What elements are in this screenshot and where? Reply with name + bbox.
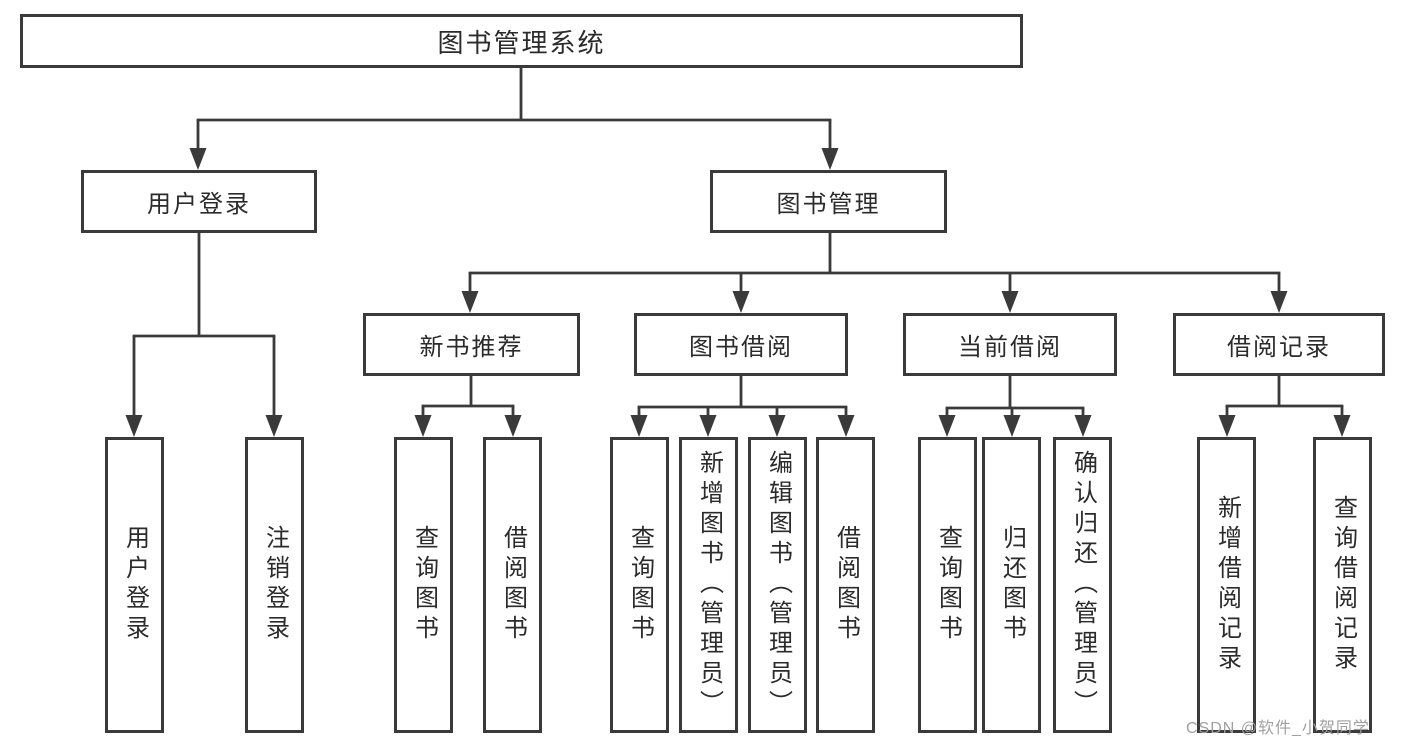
- node-current-borrow-label: 当前借阅: [958, 334, 1062, 361]
- node-borrow-record: 借阅记录: [1173, 313, 1385, 376]
- node-leaf-edit-books-admin: 编辑图书（管理员）: [748, 437, 807, 733]
- node-leaf-return-books: 归还图书: [982, 437, 1041, 733]
- node-book-management-label: 图书管理: [776, 191, 881, 218]
- node-user-login: 用户登录: [81, 170, 317, 233]
- node-leaf-user-login: 用户登录: [105, 437, 164, 733]
- node-leaf-query-borrow-record: 查询借阅记录: [1313, 437, 1372, 733]
- node-leaf-borrow-books: 借阅图书: [816, 437, 875, 733]
- node-leaf-current-query-books: 查询图书: [918, 437, 977, 733]
- leaf-label: 用户登录: [121, 525, 149, 645]
- node-leaf-recommend-borrow-books: 借阅图书: [483, 437, 542, 733]
- node-leaf-recommend-query-books: 查询图书: [394, 437, 453, 733]
- leaf-label: 查询图书: [934, 525, 962, 645]
- leaf-label: 查询图书: [626, 525, 654, 645]
- node-leaf-logout: 注销登录: [245, 437, 304, 733]
- leaf-label: 借阅图书: [499, 525, 527, 645]
- node-new-book-recommend: 新书推荐: [363, 313, 580, 376]
- leaf-label: 归还图书: [998, 525, 1026, 645]
- node-leaf-add-borrow-record: 新增借阅记录: [1197, 437, 1256, 733]
- node-leaf-add-books-admin: 新增图书（管理员）: [679, 437, 738, 733]
- leaf-label: 查询图书: [410, 525, 438, 645]
- leaf-label: 新增借阅记录: [1213, 495, 1241, 675]
- node-leaf-borrow-query-books: 查询图书: [610, 437, 669, 733]
- node-borrow-record-label: 借阅记录: [1227, 334, 1331, 361]
- leaf-label: 借阅图书: [832, 525, 860, 645]
- leaf-label: 查询借阅记录: [1329, 495, 1357, 675]
- node-book-borrow: 图书借阅: [634, 313, 848, 376]
- leaf-label: 确认归还（管理员）: [1069, 450, 1097, 720]
- node-new-book-recommend-label: 新书推荐: [419, 334, 524, 361]
- node-current-borrow: 当前借阅: [903, 313, 1117, 376]
- node-leaf-confirm-return-admin: 确认归还（管理员）: [1053, 437, 1112, 733]
- leaf-label: 注销登录: [261, 525, 289, 645]
- leaf-label: 新增图书（管理员）: [695, 450, 723, 720]
- node-user-login-label: 用户登录: [147, 191, 251, 218]
- leaf-label: 编辑图书（管理员）: [764, 450, 792, 720]
- node-library-system: 图书管理系统: [20, 14, 1023, 68]
- csdn-watermark: CSDN @软件_小贺同学: [1186, 720, 1370, 737]
- node-book-management: 图书管理: [710, 170, 947, 233]
- node-library-system-label: 图书管理系统: [437, 27, 606, 58]
- node-book-borrow-label: 图书借阅: [689, 334, 793, 361]
